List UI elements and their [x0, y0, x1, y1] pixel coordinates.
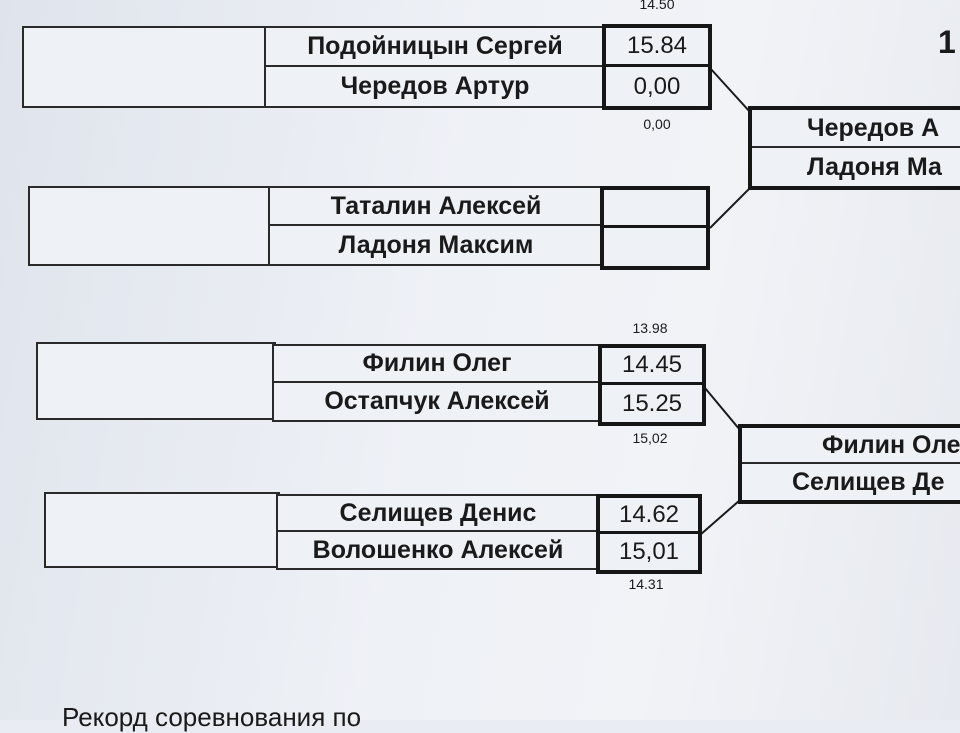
match-4-names: Селищев Денис Волошенко Алексей [276, 494, 600, 570]
match-2-scores [600, 186, 710, 270]
match-1-note-below: 0,00 [643, 116, 671, 132]
match-1-score-2: 0,00 [633, 72, 681, 100]
match-4-score-1: 14.62 [600, 498, 698, 534]
match-3-names: Филин Олег Остапчук Алексей [272, 344, 602, 422]
round-number: 1 [938, 24, 956, 60]
next-round-2-player-1: Филин Оле [742, 428, 960, 464]
match-3-player-1: Филин Олег [274, 346, 600, 383]
match-1-scores: 15.84 0,00 [602, 24, 712, 110]
match-2-score-1 [604, 190, 706, 228]
match-1-names: Подойницын Сергей Чередов Артур [264, 26, 606, 108]
match-2-names: Таталин Алексей Ладоня Максим [268, 186, 604, 266]
match-4-note-below: 14.31 [628, 576, 664, 592]
match-1-player-1: Подойницын Сергей [266, 28, 604, 67]
match-2-player-2: Ладоня Максим [338, 230, 534, 259]
connector-m1 [709, 67, 751, 229]
match-1-note-above: 14.50 [639, 0, 675, 12]
match-2-score-2 [604, 228, 706, 266]
next-round-match-2: Филин Оле Селищев Де [738, 424, 960, 504]
match-3-player-2: Остапчук Алексей [324, 387, 550, 415]
match-4-player-2: Волошенко Алексей [312, 535, 564, 564]
match-3-note-below: 15,02 [632, 430, 668, 446]
next-round-1-player-1: Чередов А [752, 110, 960, 148]
match-2-blank-cell [28, 186, 272, 266]
match-3-scores: 14.45 15.25 [598, 344, 706, 426]
match-1-blank-cell [22, 26, 268, 108]
next-round-2-player-2: Селищев Де [792, 467, 945, 496]
next-round-1-player-2: Ладоня Ма [807, 152, 942, 181]
match-3-score-1: 14.45 [602, 348, 702, 385]
match-3-blank-cell [36, 342, 276, 420]
next-round-match-1: Чередов А Ладоня Ма [748, 106, 960, 190]
footer-text: Рекорд соревнования по [62, 702, 362, 732]
match-3-note-above: 13.98 [632, 320, 668, 336]
match-4-player-1: Селищев Денис [278, 496, 598, 532]
match-3-score-2: 15.25 [621, 389, 683, 417]
match-1-player-2: Чередов Артур [340, 72, 530, 100]
connector-m2 [699, 387, 741, 536]
match-4-score-2: 15,01 [618, 538, 680, 565]
match-4-scores: 14.62 15,01 [596, 494, 702, 574]
match-4-blank-cell [44, 492, 280, 568]
match-2-player-1: Таталин Алексей [270, 188, 602, 226]
match-1-score-1: 15.84 [606, 28, 708, 67]
